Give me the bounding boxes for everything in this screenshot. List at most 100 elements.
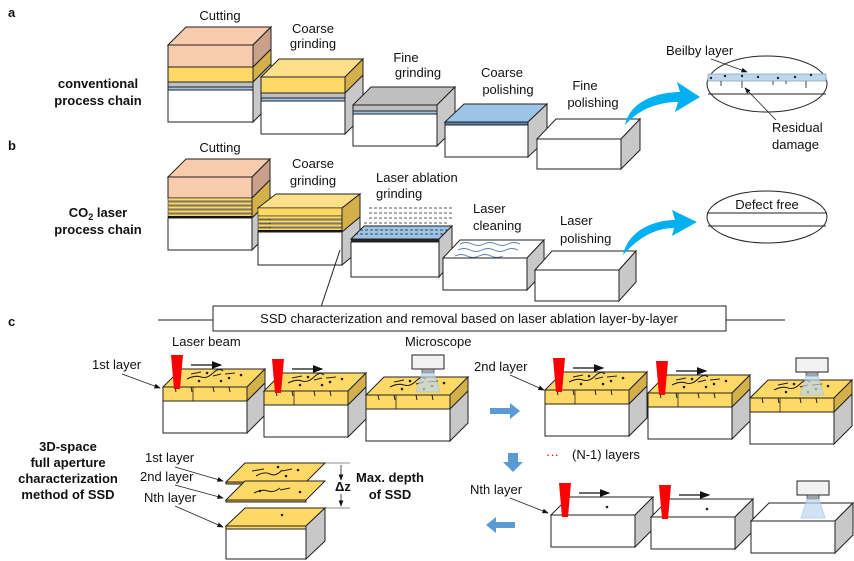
- defect-dot: [205, 371, 209, 375]
- layer-stack: [224, 462, 350, 561]
- max-depth-line2: of SSD: [369, 487, 412, 502]
- panel-c-letter: c: [8, 314, 15, 329]
- ssd-layer-stripe: [257, 219, 343, 224]
- defect-dot: [704, 385, 708, 389]
- block-a1-cutting: [166, 25, 273, 124]
- microscope-lens: [421, 368, 435, 374]
- defect-dot: [328, 380, 332, 384]
- banner-box: [212, 305, 727, 332]
- block-a4-coarse-polishing: [443, 102, 549, 159]
- panel-b-letter: b: [8, 138, 16, 153]
- crack-line: [228, 386, 231, 393]
- defect-dot: [298, 383, 302, 387]
- max-depth-line1: Max. depth: [356, 470, 424, 485]
- defect-dot: [442, 381, 446, 385]
- crack-line: [675, 377, 721, 383]
- crack-line: [329, 390, 332, 397]
- block-b2-coarse-grinding: [256, 192, 362, 267]
- method-title-line1: 3D-space: [39, 439, 97, 454]
- microscope-body: [795, 357, 829, 373]
- c-row2-block1: [543, 358, 649, 438]
- panel-a-letter: a: [8, 5, 16, 20]
- microscope-light-cone: [415, 372, 441, 393]
- defect-dot: [239, 373, 243, 377]
- crack-line: [291, 390, 294, 397]
- defect-dot: [340, 377, 344, 381]
- ellipsis-red: ···: [546, 447, 559, 462]
- result-ellipse-a: [706, 55, 828, 121]
- laser-beam: [559, 483, 571, 517]
- block-body: [544, 403, 630, 437]
- second-layer-label: 2nd layer: [474, 359, 528, 374]
- laser-beam: [272, 359, 284, 393]
- step-a5-label-line1: Fine: [572, 78, 597, 93]
- crack-line: [697, 392, 700, 399]
- block-body: [647, 406, 733, 440]
- c-row3-block3: [749, 480, 854, 555]
- step-b4-label-line2: cleaning: [473, 218, 521, 233]
- residual-damage-label-line1: Residual: [772, 120, 823, 135]
- crack-line: [610, 389, 613, 396]
- microscope-light-cone: [799, 375, 825, 396]
- residual-damage-label-line2: damage: [772, 137, 819, 152]
- step-b2-label-line2: grinding: [290, 173, 336, 188]
- c-row1-block3: [364, 354, 470, 443]
- block-side: [834, 501, 854, 555]
- block-a5-fine-polishing: [535, 117, 642, 171]
- block-side: [628, 384, 648, 438]
- block-a3-fine-grinding: [351, 85, 457, 148]
- defect-free-label: Defect free: [735, 197, 799, 212]
- crack-line: [572, 389, 575, 396]
- result-arrow-b: [623, 210, 697, 255]
- step-b4-label-line1: Laser: [473, 201, 506, 216]
- defect-dot: [609, 379, 613, 383]
- ssd-layer-stripe: [257, 223, 343, 228]
- panel-a-title-line1: conventional: [58, 76, 138, 91]
- defect-dot: [320, 383, 324, 387]
- step-a4-label-line2: polishing: [482, 82, 533, 97]
- defect-dot: [579, 382, 583, 386]
- block-body: [650, 516, 736, 550]
- defect-dot: [724, 379, 728, 383]
- defect-dot: [587, 374, 591, 378]
- block-body: [365, 408, 451, 442]
- defect-dot: [705, 507, 709, 511]
- method-title-line3: characterization: [18, 471, 118, 486]
- c-row2-block2: [646, 361, 752, 441]
- crack-line: [190, 371, 236, 377]
- c-row3-block2: [649, 485, 755, 551]
- crack-line: [415, 394, 418, 401]
- step-a4-label-line1: Coarse: [481, 65, 523, 80]
- defect-dot: [621, 376, 625, 380]
- block-b5-laser-polishing: [533, 249, 638, 303]
- step-b1-label: Cutting: [199, 140, 240, 155]
- method-title-line4: method of SSD: [21, 487, 114, 502]
- block-body: [162, 400, 248, 434]
- step-a2-label-line1: Coarse: [292, 21, 334, 36]
- step-a3-label-line1: Fine: [393, 50, 418, 65]
- microscope-lens: [806, 494, 820, 500]
- crack-line: [212, 386, 215, 393]
- crack-line: [671, 374, 709, 386]
- c-row1-block1: [161, 355, 267, 435]
- flow-arrow-right: [490, 403, 520, 419]
- defect-dot: [306, 375, 310, 379]
- panel-a: conventional process chain Cutting Co: [54, 8, 828, 171]
- stack-label-1: 1st layer: [145, 450, 195, 465]
- defect-dot: [792, 382, 796, 386]
- crack-line: [287, 372, 325, 384]
- block-side: [449, 389, 469, 443]
- crack-line: [594, 389, 597, 396]
- result-arrow-a: [625, 82, 700, 125]
- microscope-body: [411, 354, 445, 370]
- step-b5-label-line1: Laser: [560, 213, 593, 228]
- crack-line: [675, 392, 678, 399]
- microscope-body: [796, 480, 830, 496]
- crack-line: [761, 397, 764, 404]
- laser-beam: [659, 485, 671, 519]
- crack-line: [713, 392, 716, 399]
- ssd-base-line: [168, 216, 252, 218]
- defect-dot: [601, 382, 605, 386]
- microscope-label: Microscope: [405, 334, 471, 349]
